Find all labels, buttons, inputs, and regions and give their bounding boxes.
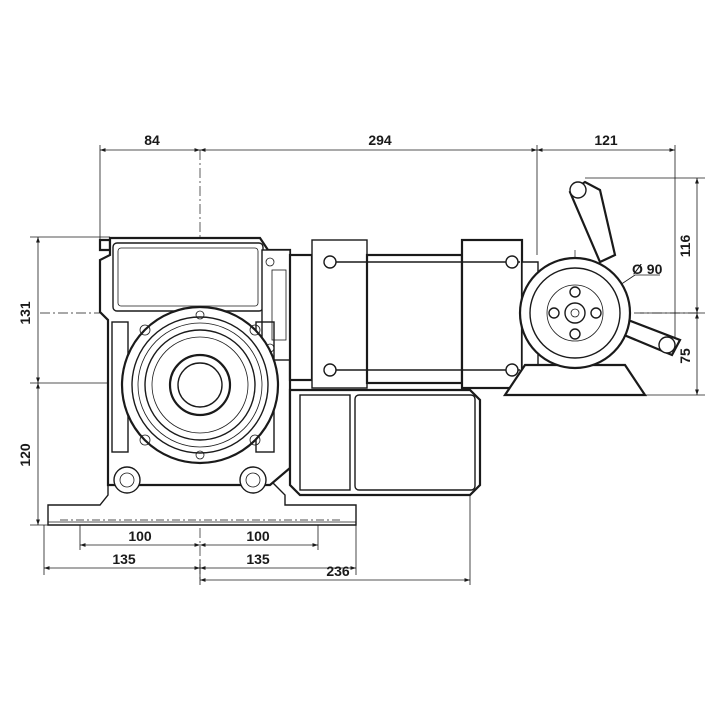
dim-left-lower: 120 — [17, 443, 33, 467]
dim-bottom-left-100: 100 — [128, 528, 152, 544]
brake-disc — [502, 256, 648, 397]
dim-bottom-right-100: 100 — [246, 528, 270, 544]
motor-body — [288, 238, 539, 390]
terminal-box — [288, 388, 482, 497]
dim-top-left: 84 — [144, 132, 160, 148]
dim-right-lower: 75 — [677, 348, 693, 364]
dim-top-right: 121 — [594, 132, 618, 148]
dimension-labels: 84 294 121 116 75 Ø 90 131 120 100 100 1… — [17, 132, 693, 579]
dim-bottom-236: 236 — [326, 563, 350, 579]
output-wheel — [113, 305, 280, 494]
dim-diameter: Ø 90 — [632, 261, 663, 277]
dim-left-upper: 131 — [17, 301, 33, 325]
dim-bottom-right-135: 135 — [246, 551, 270, 567]
hand-crank — [568, 180, 682, 357]
dim-bottom-left-135: 135 — [112, 551, 136, 567]
dim-top-middle: 294 — [368, 132, 392, 148]
dim-right-upper: 116 — [677, 234, 693, 257]
